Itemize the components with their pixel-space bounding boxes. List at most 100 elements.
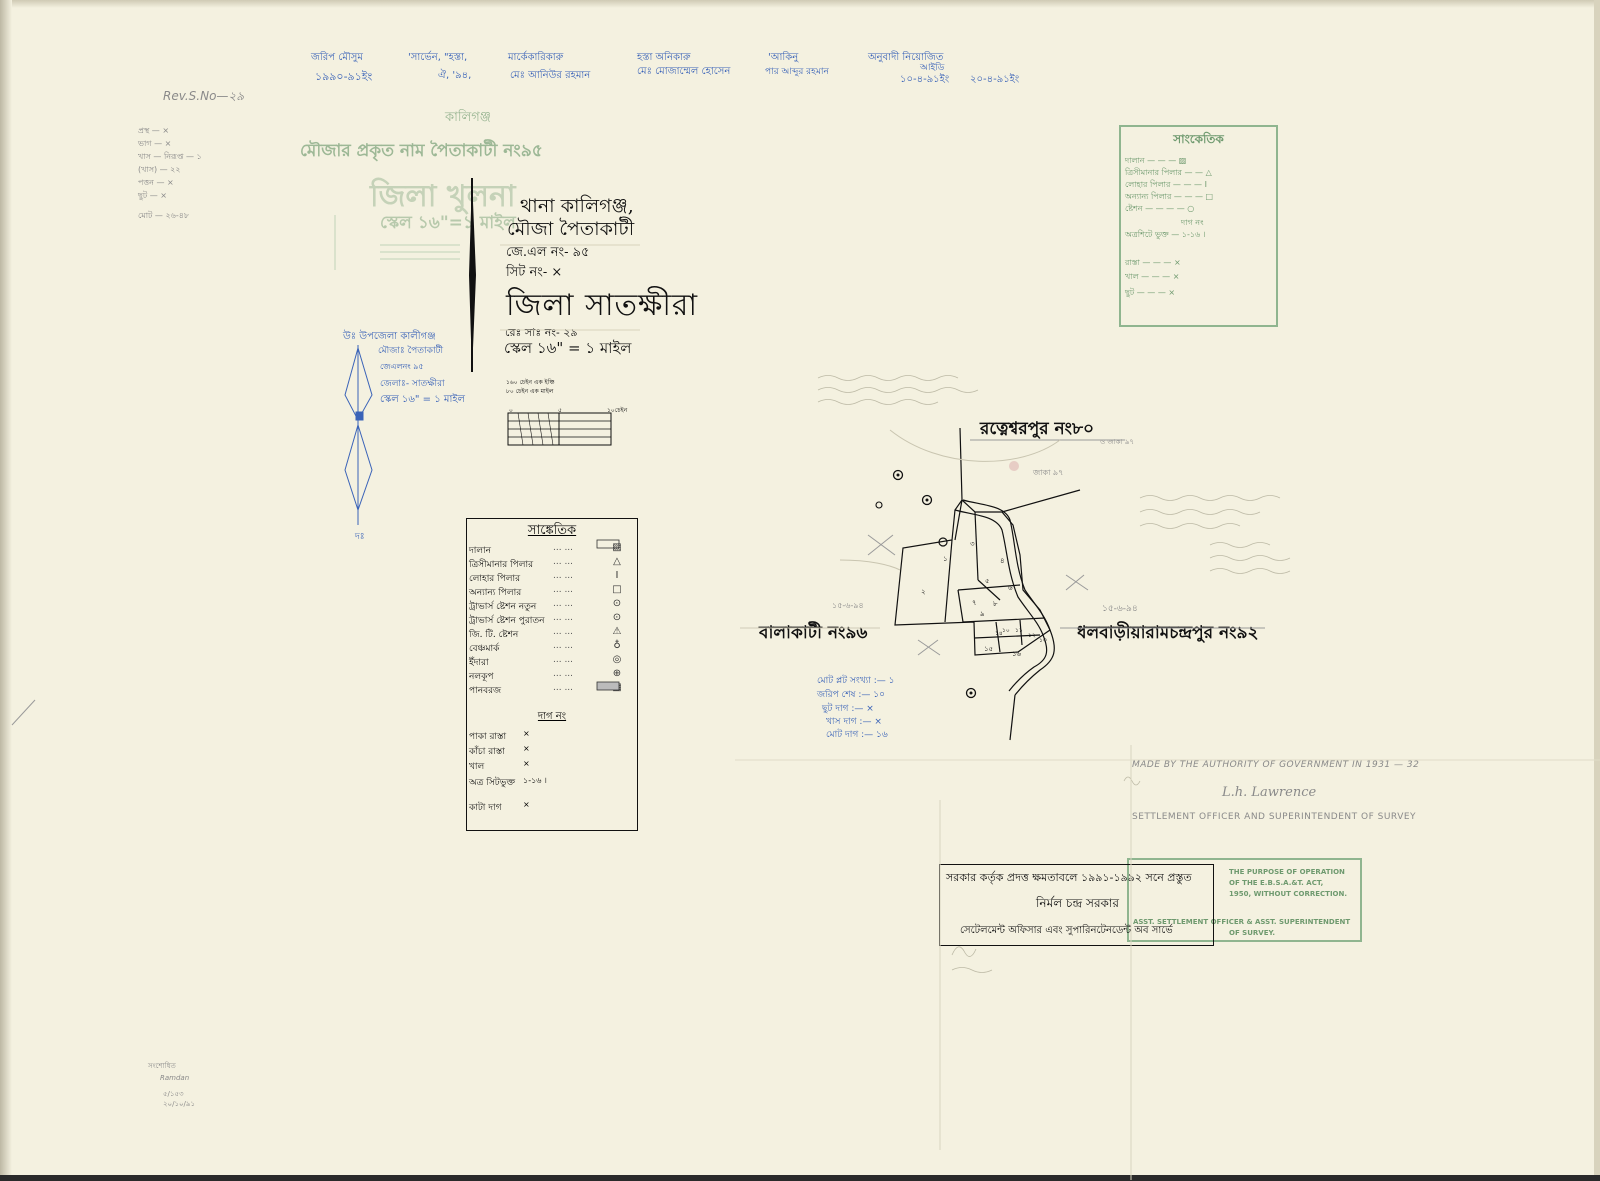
well-icon: ◎ bbox=[612, 654, 622, 665]
legend-item-building: দালান bbox=[469, 546, 492, 556]
green-legend-row: দালান — — — ▨ bbox=[1125, 156, 1187, 165]
stamp-line: THE PURPOSE OF OPERATION bbox=[1229, 868, 1345, 876]
green-legend-box: সাংকেতিক দালান — — — ▨ ত্রিসীমানার পিলার… bbox=[1119, 125, 1278, 327]
legend-betel-swatch bbox=[596, 681, 620, 691]
green-stamp-thana: কালিগঞ্জ bbox=[445, 110, 491, 125]
well-icon bbox=[969, 691, 973, 695]
scale-bar-label-start: ০ bbox=[509, 407, 513, 414]
green-legend-title: সাংকেতিক bbox=[1173, 132, 1224, 146]
legend-item-benchmark: বেঞ্চমার্ক bbox=[469, 644, 500, 654]
green-stamp-mouza: মৌজার প্রকৃত নাম পৈতাকাটী নং৯৫ bbox=[300, 141, 543, 161]
blue-note-south: দঃ bbox=[355, 532, 365, 542]
legend-leader: ... ... bbox=[553, 641, 574, 651]
stamp-line: OF SURVEY. bbox=[1229, 929, 1276, 937]
plot-number: ৮ bbox=[993, 600, 998, 608]
plot-number: ৬ bbox=[1008, 584, 1013, 592]
benchmark-icon: ♁ bbox=[613, 640, 621, 651]
plot-number: ৭ bbox=[972, 599, 977, 607]
legend-item-tri-junction-pillar: ত্রিসীমানার পিলার bbox=[469, 560, 534, 570]
correction-stamp-box: THE PURPOSE OF OPERATION OF THE E.B.S.A.… bbox=[1127, 858, 1362, 942]
pencil-arc bbox=[889, 429, 1061, 462]
green-legend-row: অন্যান্য পিলার — — — □ bbox=[1125, 192, 1214, 201]
plot-number: ৪ bbox=[1000, 557, 1005, 565]
officer-signature: L.h. Lawrence bbox=[1222, 785, 1317, 800]
well-icon bbox=[892, 469, 904, 481]
pencil-cross-marks bbox=[867, 534, 1089, 656]
legend-leader: ... ... bbox=[553, 557, 574, 567]
map-small-label: জাকা ৯৭ bbox=[1033, 468, 1064, 477]
scale-bar-label-mid: ৫ bbox=[558, 407, 562, 414]
green-legend-row: রাস্তা — — — × bbox=[1125, 258, 1181, 267]
blue-note-mouza: মৌজাঃ পৈতাকাটী bbox=[378, 346, 444, 356]
blue-total-line: খাস দাগ :— × bbox=[826, 717, 882, 727]
legend-title: সাঙ্কেতিক bbox=[527, 523, 577, 538]
tally-line: পত্তন — × bbox=[138, 178, 174, 187]
tally-line: ছুট — × bbox=[138, 191, 167, 200]
iron-pillar-icon: I bbox=[615, 570, 619, 581]
stamp-line: OF THE E.B.S.A.&T. ACT, bbox=[1229, 879, 1324, 887]
green-stamp-scale: স্কেল ১৬"=১ মাইল bbox=[380, 213, 516, 233]
sheet-edge-left bbox=[0, 0, 12, 1181]
map-small-label: ও জাকা ৯৭ bbox=[1100, 438, 1134, 446]
legend-leader: ... ... bbox=[553, 599, 574, 609]
scale-bar-label-end: ১০চেইন bbox=[607, 407, 628, 414]
legend-leader: ... ... bbox=[553, 627, 574, 637]
dag-item-paved-road: পাকা রাস্তা bbox=[469, 732, 507, 742]
green-legend-row: দাগ নং bbox=[1181, 218, 1204, 227]
survey-type-value: ঐ, '৯৪, bbox=[438, 70, 472, 81]
bottom-left-note: ৫/১৫৩ bbox=[163, 1090, 184, 1098]
officer-name-2: মেঃ মোজাম্মেল হোসেন bbox=[637, 66, 731, 77]
legend-building-swatch bbox=[596, 539, 620, 549]
officer-label-2: হস্তা অনিকারু bbox=[637, 52, 691, 63]
well-icon bbox=[925, 498, 929, 502]
edge-pencil-mark bbox=[11, 699, 36, 726]
tally-line: (খাস) — ২২ bbox=[138, 165, 181, 174]
blue-total-line: ছুট দাগ :— × bbox=[822, 704, 874, 714]
square-icon: □ bbox=[612, 584, 622, 595]
made-by-authority: MADE BY THE AUTHORITY OF GOVERNMENT IN 1… bbox=[1132, 760, 1420, 770]
tally-line: খাস — নিরূপ্ত — ১ bbox=[138, 152, 202, 161]
plot-number: ৩ bbox=[970, 540, 975, 548]
rev-survey-number: রেঃ সাঃ নং- ২৯ bbox=[505, 326, 578, 339]
officer-label-3: 'আকিনু bbox=[768, 52, 799, 63]
dag-item-this-sheet: অত্র সিটভুক্ত bbox=[469, 778, 516, 788]
plot-number: ৫ bbox=[985, 577, 990, 585]
dag-item-canal: খাল bbox=[469, 762, 485, 772]
blue-note-district: জেলাঃ- সাতক্ষীরা bbox=[380, 379, 445, 389]
plot-number: ১১ bbox=[1015, 627, 1023, 634]
dag-item-earthen-road: কাঁচা রাস্তা bbox=[469, 747, 505, 757]
bottom-left-note: সংশোধিত bbox=[148, 1062, 176, 1070]
blue-total-line: মোট দাগ :— ১৬ bbox=[826, 730, 888, 740]
sheet-edge-bottom bbox=[0, 1175, 1600, 1181]
sheet-edge-right bbox=[1594, 0, 1600, 1181]
well-icon bbox=[896, 473, 900, 477]
officer-label-1: মার্কেকারিকারু bbox=[508, 52, 564, 63]
blue-total-line: মোট প্লট সংখ্যা :— ১ bbox=[817, 676, 895, 686]
district-name: জিলা সাতক্ষীরা bbox=[506, 288, 699, 323]
tally-line: মোট — ২৬-৪৮ bbox=[138, 211, 190, 220]
gt-station-icon: ⚠ bbox=[612, 626, 622, 637]
legend-leader: ... ... bbox=[553, 571, 574, 581]
legend-leader: ... ... bbox=[553, 543, 574, 553]
traverse-station-icon bbox=[938, 537, 948, 547]
tally-line: ভাগ — × bbox=[138, 139, 172, 148]
plot-number: ১৫ bbox=[984, 645, 994, 653]
survey-season-value: ১৯৯০-৯১ইং bbox=[315, 70, 373, 83]
green-stamp-district: জিলা খুলনা bbox=[370, 179, 516, 214]
jl-number: জে.এল নং- ৯৫ bbox=[506, 245, 590, 260]
legend-item-gt-station: জি. টি. ষ্টেশন bbox=[469, 630, 519, 640]
revision-serial-note: Rev.S.No—২৯ bbox=[163, 89, 244, 103]
prep-officer-title: সেটেলমেন্ট অফিসার এবং সুপারিনটেনডেন্ট অব… bbox=[960, 925, 1173, 936]
green-legend-row: ষ্টেশন — — — — ○ bbox=[1125, 204, 1195, 213]
plot-number: ১ bbox=[943, 555, 948, 563]
dag-value-canal: × bbox=[523, 759, 530, 768]
scale-note-chain-mile: ৮০ চেইন এক মাইল bbox=[506, 388, 554, 395]
sheet-number: সিট নং- × bbox=[506, 265, 563, 280]
tubewell-icon: ⊕ bbox=[612, 668, 622, 679]
attestation-date-2: ২০-৪-৯১ইং bbox=[970, 74, 1020, 85]
prep-authority-line: সরকার কর্তৃক প্রদত্ত ক্ষমতাবলে ১৯৯১-১৯৯২… bbox=[946, 871, 1192, 884]
green-legend-row: ছুট — — — × bbox=[1125, 288, 1176, 297]
legend-item-other-pillar: অন্যান্য পিলার bbox=[469, 588, 522, 598]
blue-north-arrow-icon bbox=[344, 345, 373, 525]
